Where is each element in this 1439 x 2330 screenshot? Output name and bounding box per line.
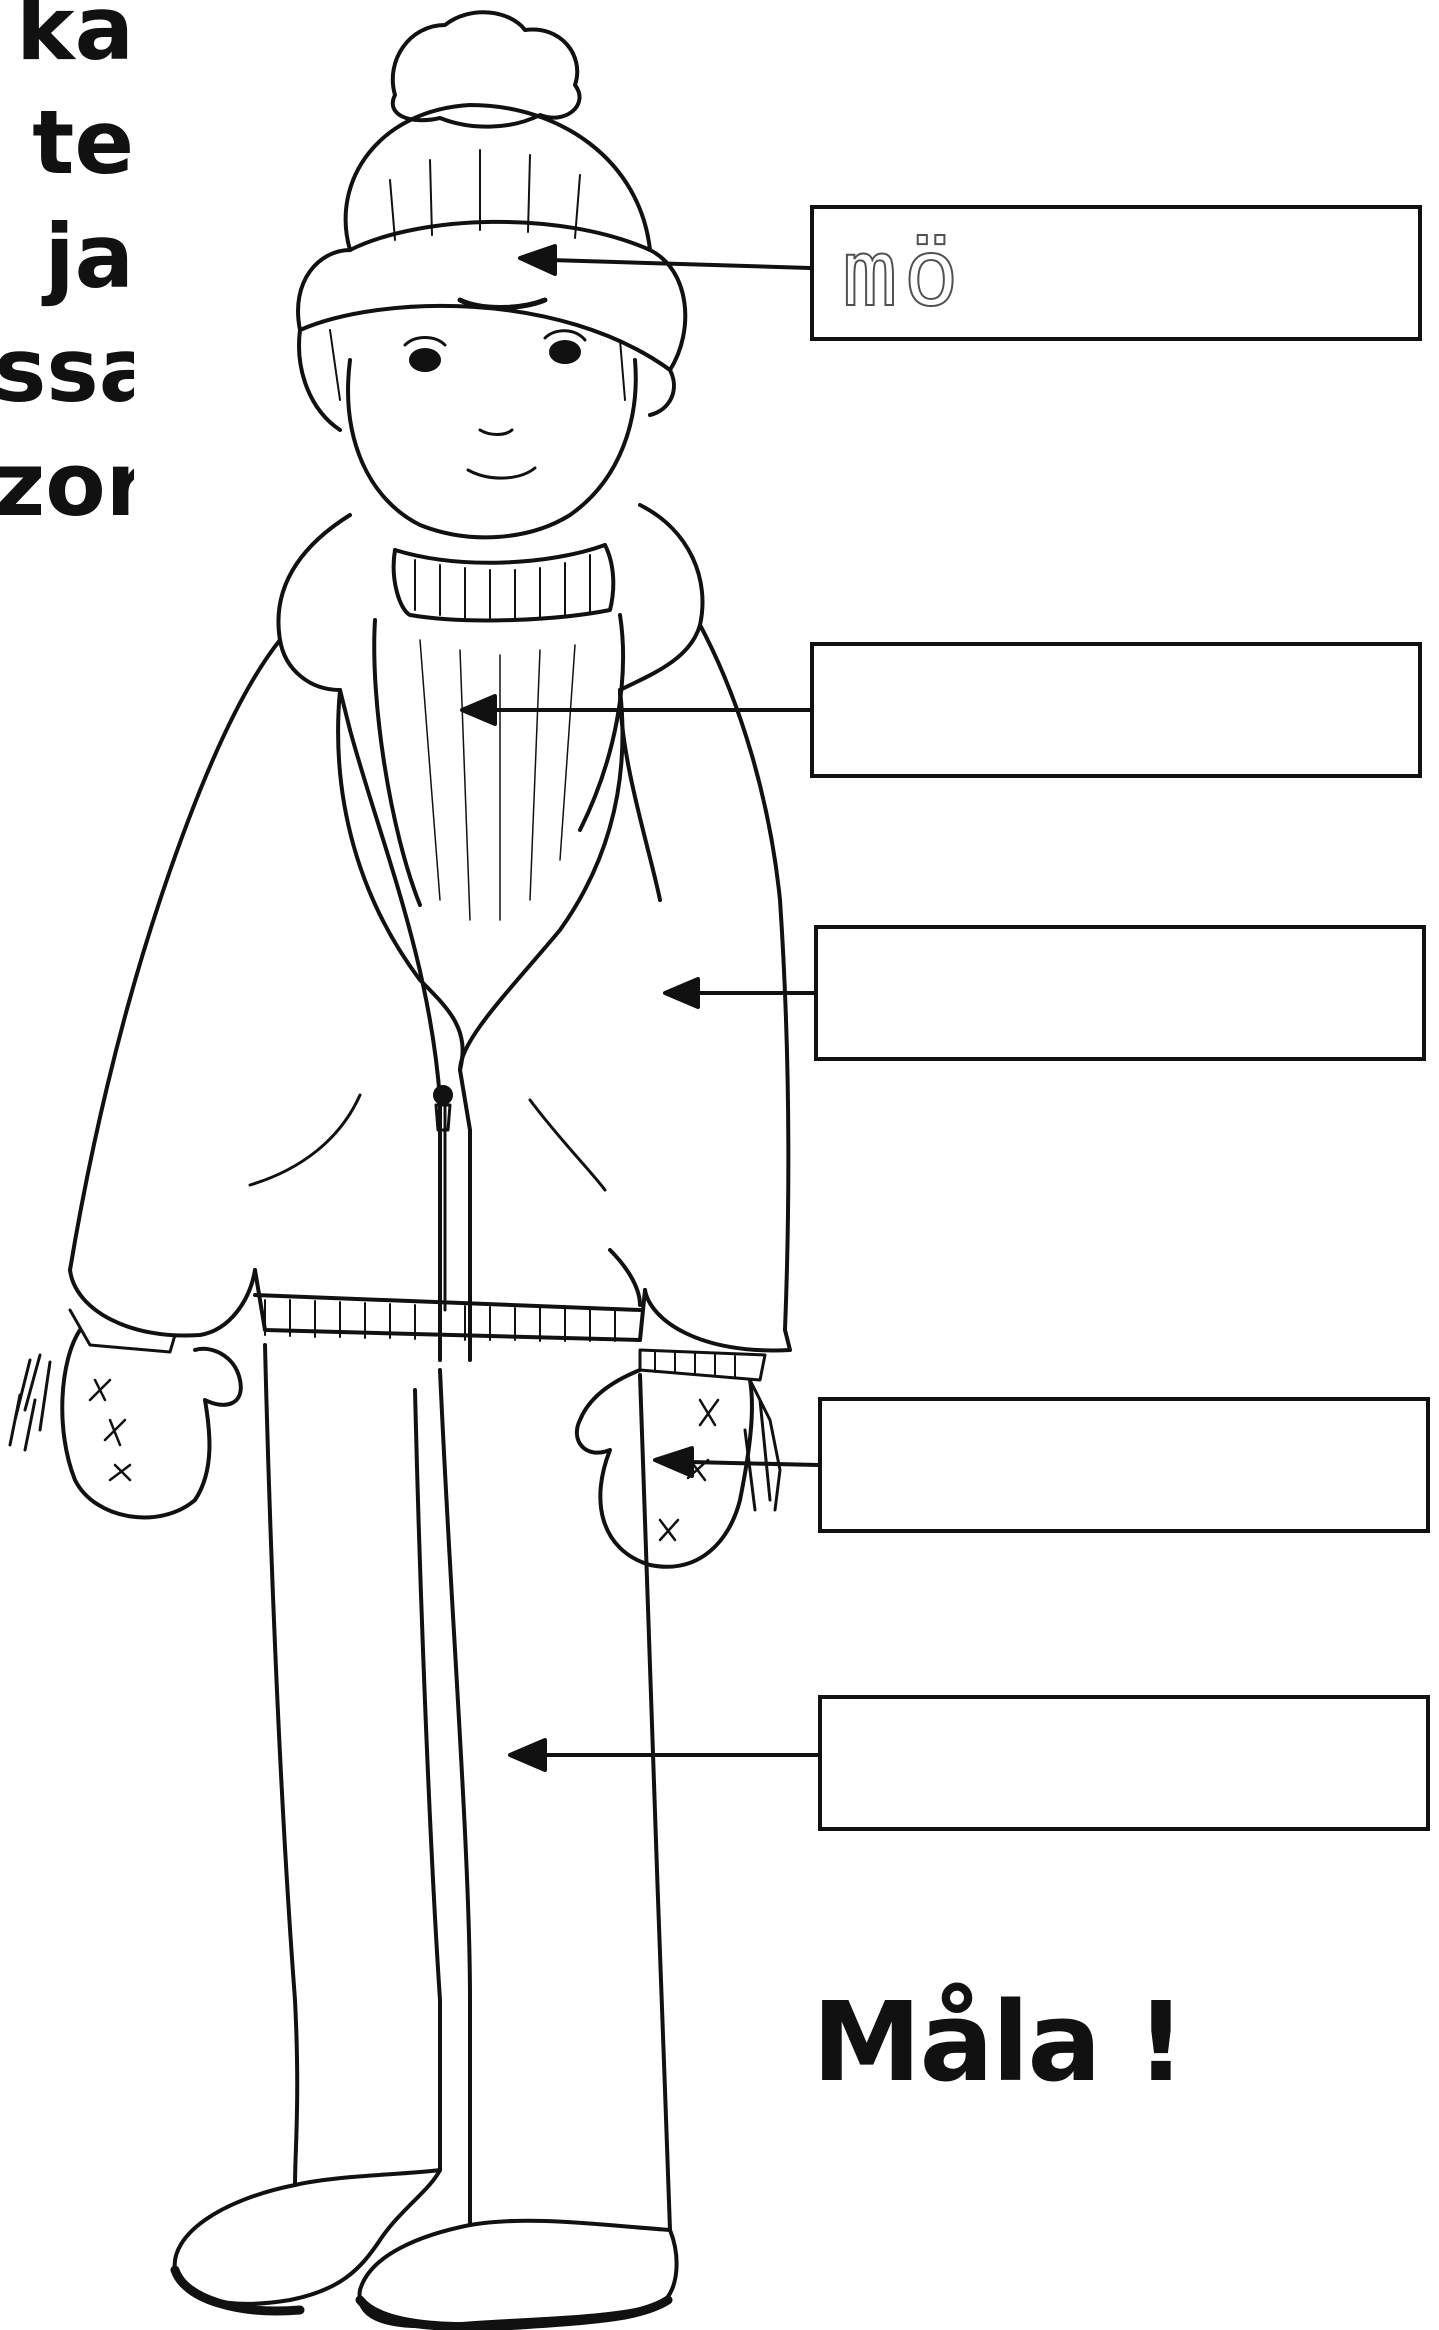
instruction-line: te	[32, 91, 134, 194]
traced-word-hat: mö	[841, 219, 965, 328]
label-box-mittens[interactable]	[818, 1397, 1430, 1533]
label-box-jacket[interactable]	[814, 925, 1426, 1061]
label-box-trousers[interactable]	[818, 1695, 1430, 1831]
label-box-sweater[interactable]	[810, 642, 1422, 778]
instruction-line: ssa	[0, 319, 134, 422]
instruction-text: ka te ja ssa zor	[0, 0, 134, 542]
instruction-line: ja	[44, 205, 134, 308]
hat	[296, 103, 688, 432]
sweater	[372, 543, 626, 921]
right-mitten	[574, 1368, 782, 1569]
label-box-hat[interactable]: mö	[810, 205, 1422, 341]
color-instruction: Måla !	[812, 1978, 1186, 2106]
left-mitten	[8, 1328, 243, 1520]
instruction-line: zor	[0, 433, 134, 536]
shoes	[170, 2168, 679, 2330]
hat-pompom	[390, 10, 582, 129]
trousers	[263, 1343, 672, 2232]
instruction-line: ka	[16, 0, 134, 80]
label-arrows	[460, 244, 820, 1772]
face	[346, 297, 638, 540]
jacket	[68, 503, 792, 1382]
